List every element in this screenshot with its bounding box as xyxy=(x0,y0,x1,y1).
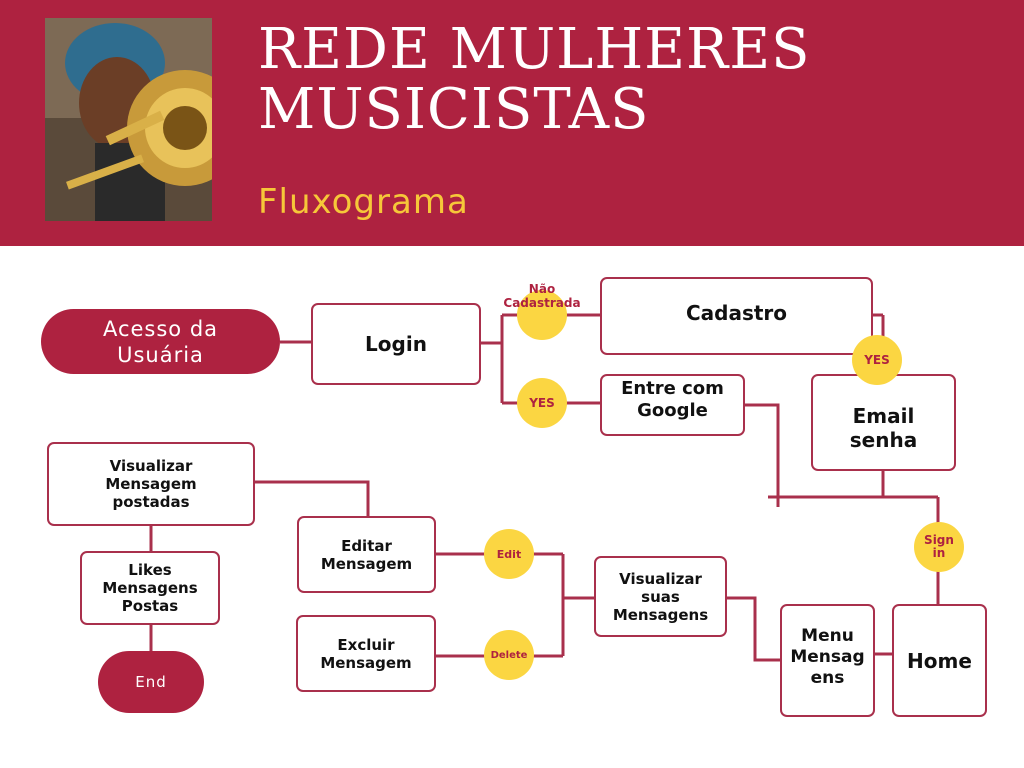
badge-nao-cadastrada xyxy=(517,290,567,340)
header-banner: REDE MULHERES MUSICISTAS Fluxograma xyxy=(0,0,1024,246)
node-cadastro: Cadastro xyxy=(600,277,873,355)
node-likes-mensagens-postas: Likes Mensagens Postas xyxy=(80,551,220,625)
node-editar-mensagem: Editar Mensagem xyxy=(297,516,436,593)
badge-yes-google: YES xyxy=(517,378,567,428)
node-entre-com-google: Entre com Google xyxy=(600,374,745,436)
node-menu-mensagens: Menu Mensag ens xyxy=(780,604,875,717)
badge-yes-email: YES xyxy=(852,335,902,385)
node-home: Home xyxy=(892,604,987,717)
label-nao-cadastrada: Não Cadastrada xyxy=(503,282,581,310)
start-node-acesso: Acesso da Usuária xyxy=(41,309,280,374)
badge-sign-in: Sign in xyxy=(914,522,964,572)
end-node: End xyxy=(98,651,204,713)
page-subtitle: Fluxograma xyxy=(258,182,469,222)
node-visualizar-mensagem-postadas: Visualizar Mensagem postadas xyxy=(47,442,255,526)
node-excluir-mensagem: Excluir Mensagem xyxy=(296,615,436,692)
page-title: REDE MULHERES MUSICISTAS xyxy=(258,17,811,142)
node-email-senha: Email senha xyxy=(811,374,956,471)
node-login: Login xyxy=(311,303,481,385)
node-visualizar-suas-mensagens: Visualizar suas Mensagens xyxy=(594,556,727,637)
musician-photo xyxy=(45,18,212,221)
badge-edit: Edit xyxy=(484,529,534,579)
badge-delete: Delete xyxy=(484,630,534,680)
